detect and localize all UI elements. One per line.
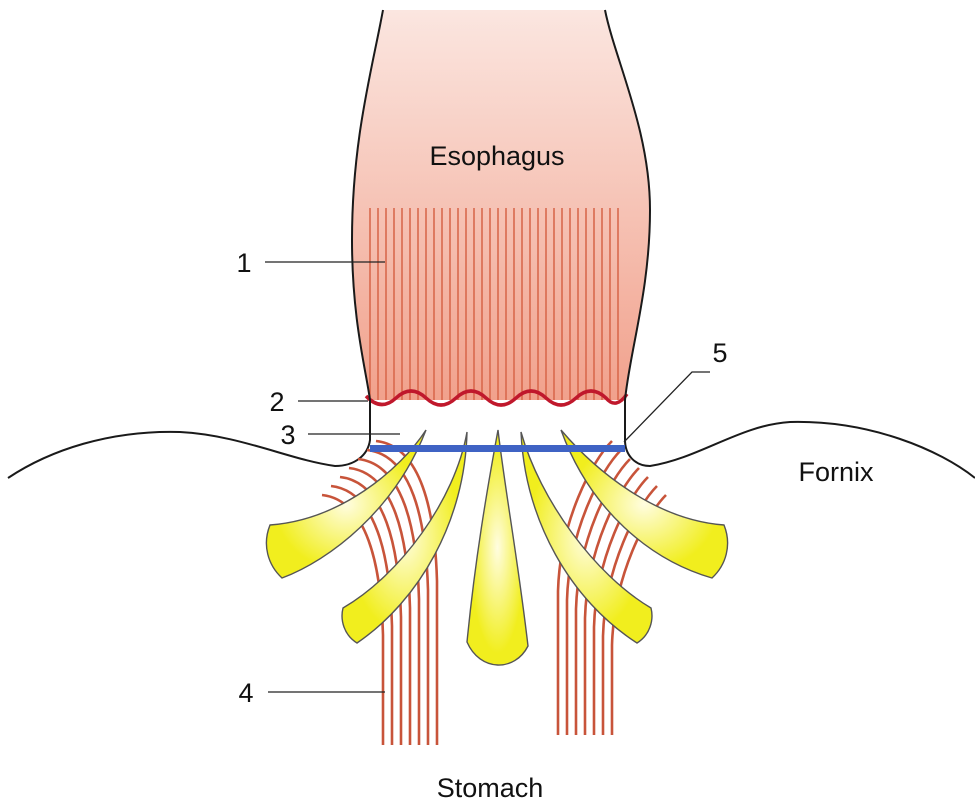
blue-band xyxy=(370,445,625,452)
esophagus-right-wall xyxy=(605,10,975,478)
callout-4: 4 xyxy=(238,678,253,708)
esophagus-left-wall xyxy=(8,10,383,478)
stomach-label: Stomach xyxy=(437,773,544,803)
callout-5: 5 xyxy=(712,338,727,368)
callout-2: 2 xyxy=(269,387,284,417)
callout-3: 3 xyxy=(280,420,295,450)
callout-1: 1 xyxy=(236,248,251,278)
fornix-label: Fornix xyxy=(798,457,874,487)
esophagus-label: Esophagus xyxy=(429,141,564,171)
leader-line-5 xyxy=(624,372,710,442)
esophagus-fill xyxy=(352,10,650,400)
gastric-fold-3 xyxy=(467,430,528,665)
